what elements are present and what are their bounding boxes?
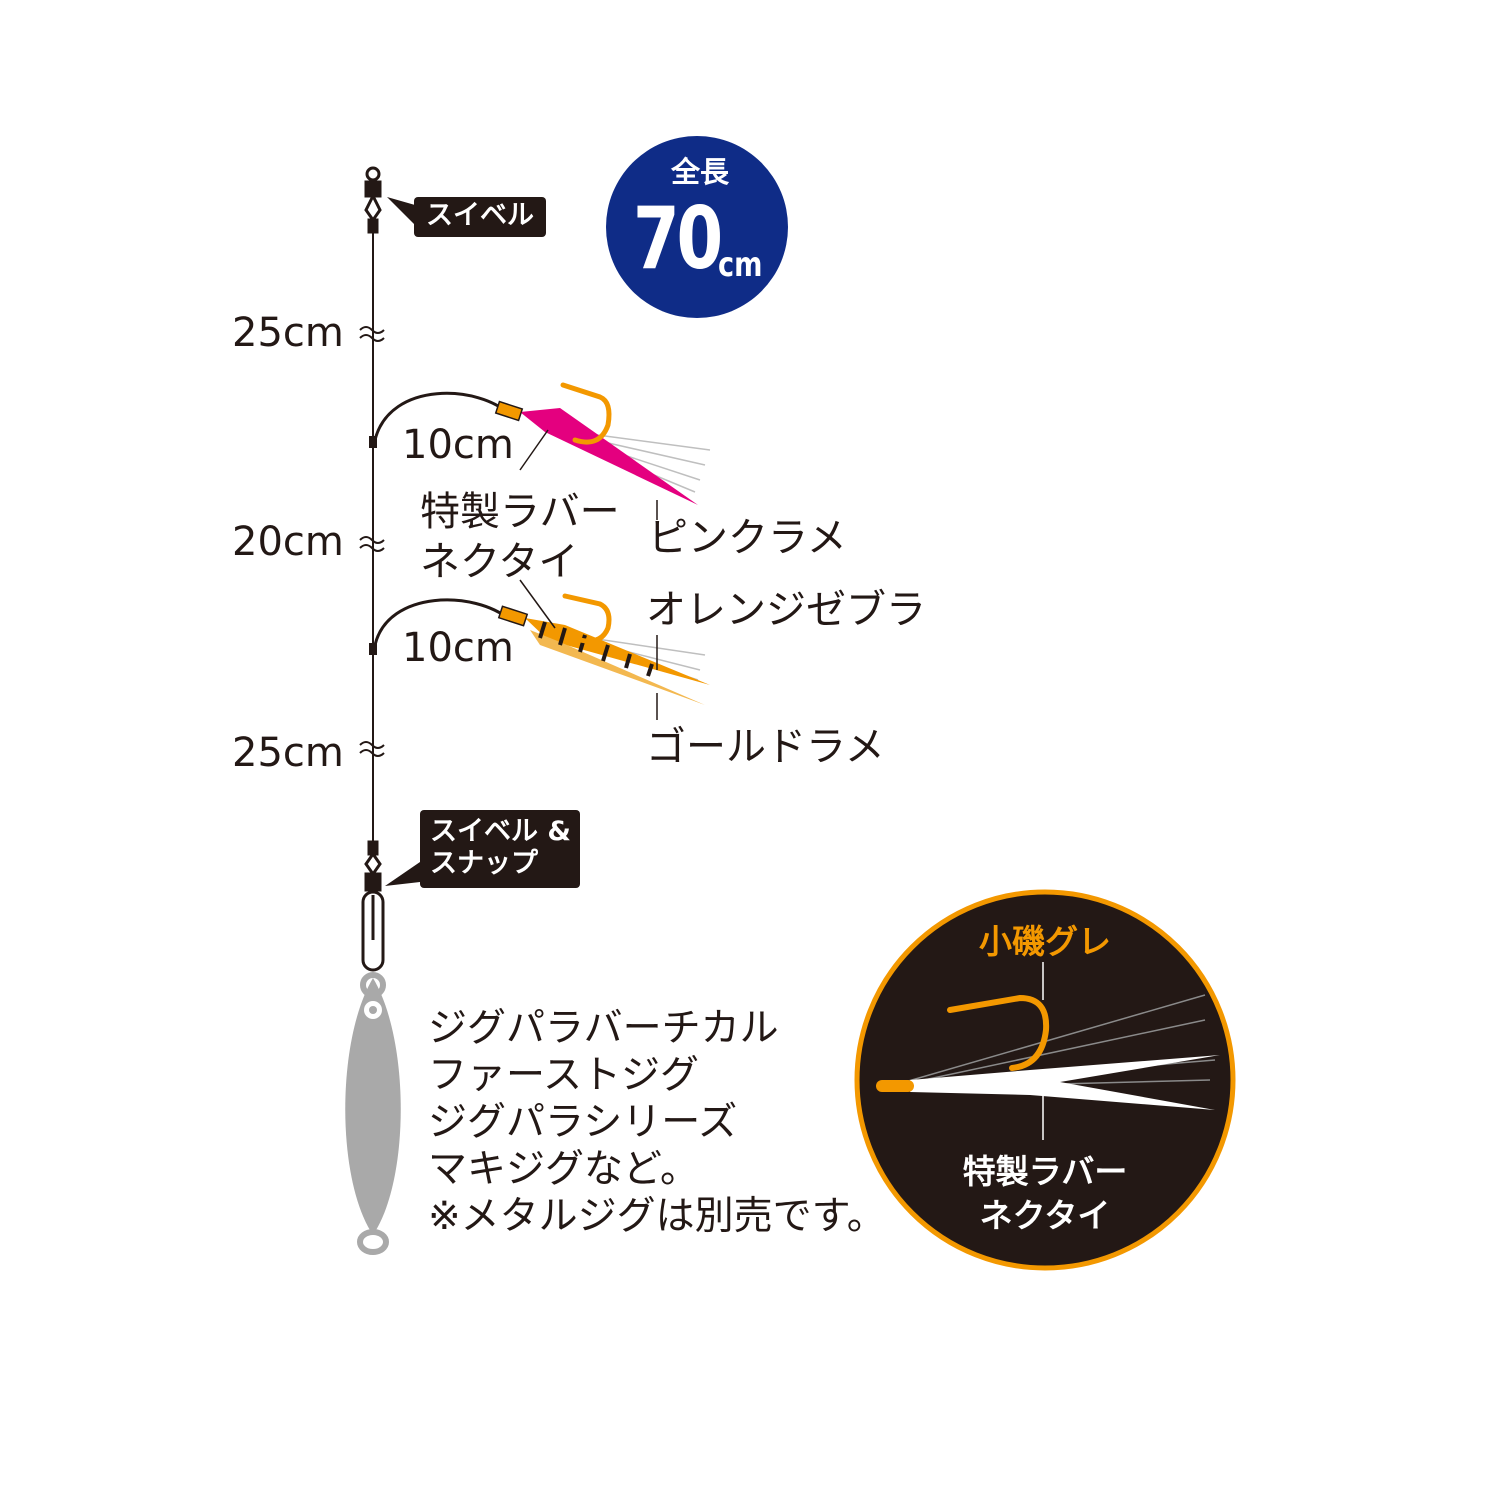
snap-icon (361, 840, 385, 972)
compatible-jig-item: ジグパラシリーズ (428, 1100, 738, 1145)
inset-tie-line1: 特製ラバー (962, 1152, 1128, 1191)
lure-orange-zebra-label: オレンジゼブラ (646, 587, 926, 633)
snap-pointer (385, 862, 420, 886)
branch-length-lower: 10cm (402, 625, 514, 671)
compatible-jig-item: ジグパラバーチカル (428, 1006, 779, 1051)
pink-skirt-lure (494, 400, 711, 505)
metal-jig-icon (345, 972, 401, 1255)
segment-length-bottom: 25cm (232, 730, 344, 776)
branch-knot-upper (369, 436, 377, 448)
total-length-unit: cm (718, 245, 763, 285)
hook-icon (947, 994, 1050, 1071)
total-length-title: 全長 (670, 155, 729, 189)
compatible-jig-item: ファーストジグ (428, 1053, 700, 1098)
hook-icon (560, 382, 612, 445)
branch-knot-lower (369, 643, 377, 655)
inset-tie-label: 特製ラバー ネクタイ (860, 1150, 1230, 1238)
total-length-value: 70 (633, 189, 723, 289)
jig-sold-separately-note: ※メタルジグは別売です。 (428, 1194, 886, 1239)
leader-lines (519, 429, 658, 720)
special-tie-label: 特製ラバー ネクタイ (420, 487, 620, 587)
branch-line-upper (373, 391, 512, 441)
swivel-tag: スイベル (414, 197, 546, 238)
special-tie-line2: ネクタイ (420, 539, 579, 585)
inset-hook-name: 小磯グレ (979, 922, 1111, 961)
branch-line-lower (373, 598, 511, 646)
compatible-jig-item: マキジグなど。 (428, 1147, 700, 1192)
hook-detail-inset (854, 889, 1236, 1271)
segment-length-top: 25cm (232, 310, 344, 356)
compatible-jigs-list: ジグパラバーチカル ファーストジグ ジグパラシリーズ マキジグなど。 ※メタルジ… (428, 1005, 886, 1240)
swivel-icon (364, 166, 382, 234)
swivel-label: スイベル (426, 200, 534, 231)
branch-length-upper: 10cm (402, 422, 514, 468)
special-tie-line1: 特製ラバー (420, 489, 620, 535)
inset-tie-line2: ネクタイ (979, 1196, 1111, 1235)
swivel-snap-line1: スイベル & (430, 816, 571, 847)
lure-pink-label: ピンクラメ (648, 515, 847, 561)
swivel-snap-line2: スナップ (430, 848, 538, 880)
swivel-pointer (387, 197, 415, 225)
segment-length-middle: 20cm (232, 519, 344, 565)
hook-icon (562, 593, 612, 644)
segment-break-marks (359, 326, 385, 757)
zebra-gold-skirt-lure (497, 605, 710, 705)
lure-gold-label: ゴールドラメ (646, 724, 885, 770)
swivel-snap-tag: スイベル & スナップ (420, 810, 580, 888)
total-length-badge (606, 136, 788, 318)
